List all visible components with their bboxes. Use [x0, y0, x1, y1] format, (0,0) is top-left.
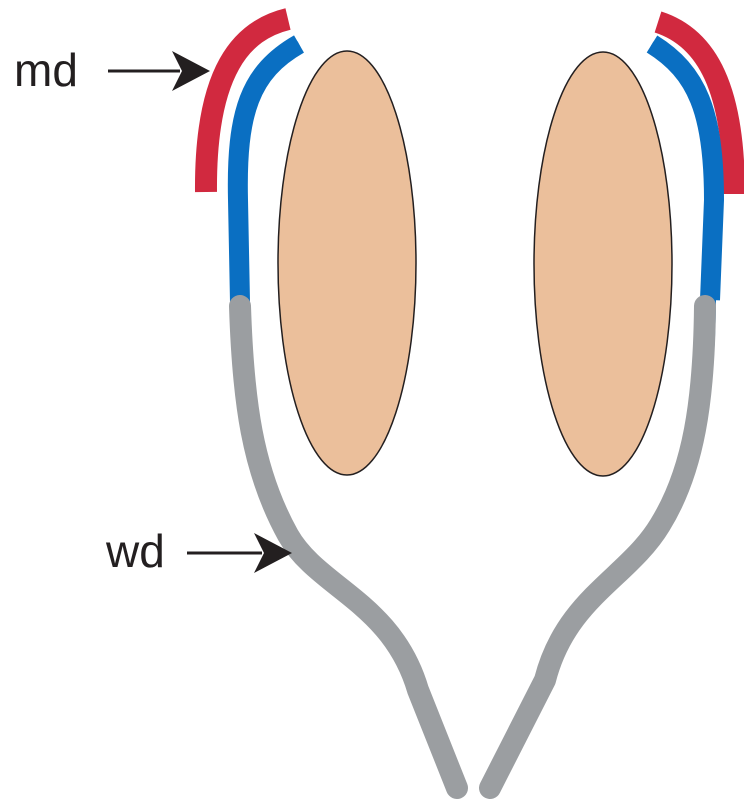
right-gonad: [534, 52, 672, 476]
wd-label: wd: [105, 525, 165, 577]
left-gonad: [278, 51, 416, 475]
md-label: md: [14, 44, 78, 96]
